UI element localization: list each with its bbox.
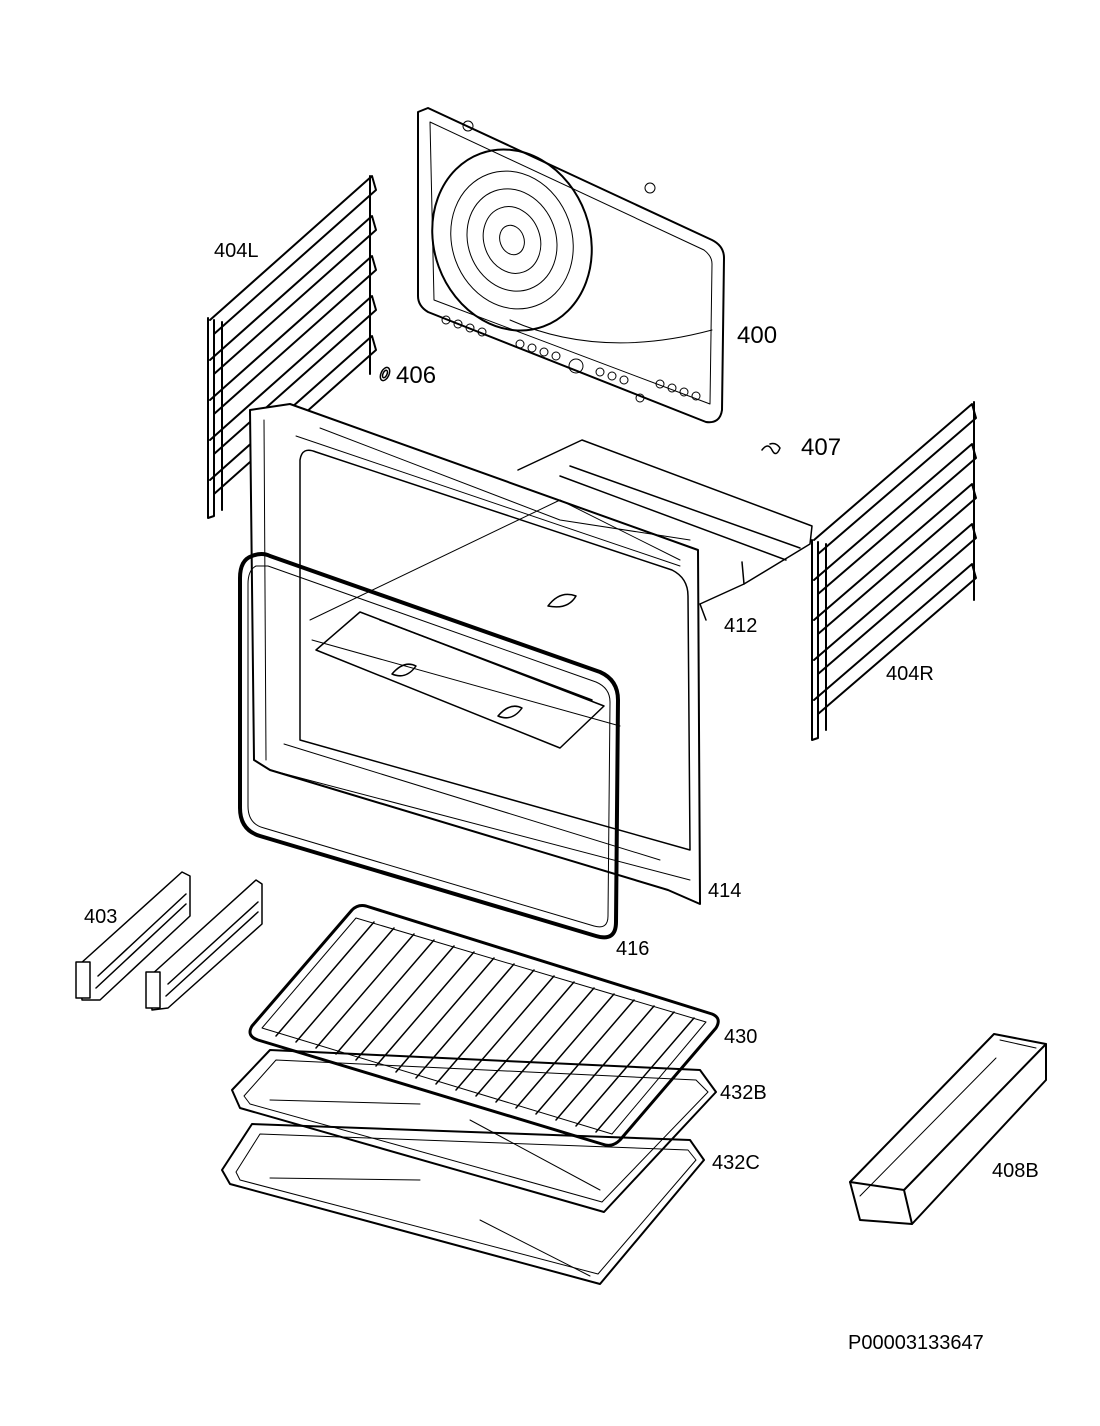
part-430-wire-shelf	[248, 904, 720, 1147]
label-407: 407	[801, 434, 842, 461]
part-407-spring	[761, 442, 781, 455]
part-408B-drawer	[849, 1033, 1047, 1225]
part-414-front-frame	[249, 403, 701, 905]
part-412-liner	[517, 439, 813, 621]
part-432B-tray	[231, 1049, 717, 1213]
part-404R-right-rack	[811, 401, 977, 741]
document-id: P00003133647	[848, 1332, 984, 1354]
part-432C-deep-tray	[221, 1123, 705, 1285]
label-408B: 408B	[992, 1160, 1039, 1182]
inner-shelf	[315, 593, 605, 749]
part-406-clip	[379, 366, 391, 382]
label-432B: 432B	[720, 1082, 767, 1104]
part-400-back-panel	[417, 107, 725, 424]
part-403-runners	[75, 871, 263, 1011]
label-414: 414	[708, 880, 742, 902]
label-400: 400	[737, 322, 778, 349]
label-404R: 404R	[886, 663, 934, 685]
label-432C: 432C	[712, 1152, 760, 1174]
label-406: 406	[396, 362, 437, 389]
label-430: 430	[724, 1026, 758, 1048]
part-416-door-seal	[238, 552, 620, 940]
label-403: 403	[84, 906, 118, 928]
label-416: 416	[616, 938, 650, 960]
label-404L: 404L	[214, 240, 259, 262]
label-412: 412	[724, 615, 758, 637]
